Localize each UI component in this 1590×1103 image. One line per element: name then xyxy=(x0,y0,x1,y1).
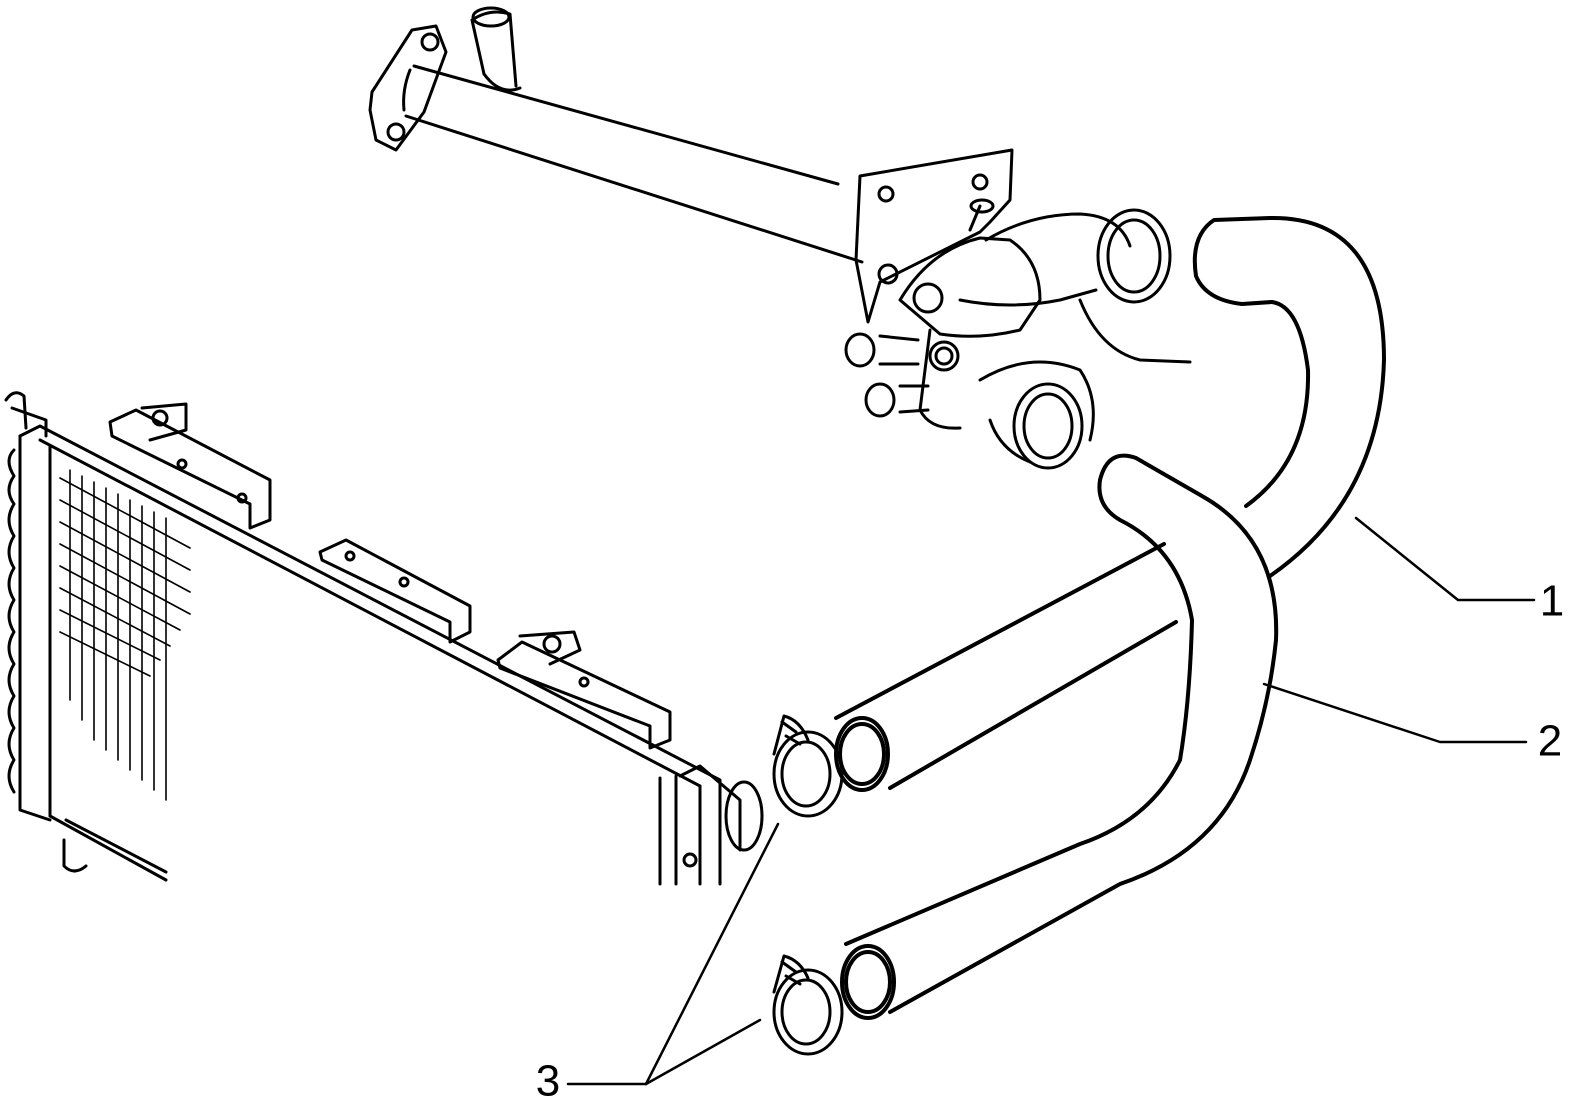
thermostat-housing xyxy=(844,148,1192,470)
leader-line-3b xyxy=(644,1018,762,1086)
leader-line-1 xyxy=(1354,516,1536,602)
leader-lines xyxy=(566,516,1536,1086)
callout-2: 2 xyxy=(1538,717,1562,766)
leader-line-2 xyxy=(1262,682,1528,744)
callout-1: 1 xyxy=(1540,577,1564,626)
leader-line-3a xyxy=(644,822,780,1086)
water-pipe xyxy=(368,6,864,264)
hose-lower xyxy=(840,453,1279,1020)
hose-clamp-upper xyxy=(772,714,844,818)
hose-clamp-lower xyxy=(772,954,844,1056)
callout-3: 3 xyxy=(536,1057,560,1103)
radiator xyxy=(4,391,764,886)
radiator-core xyxy=(59,469,191,801)
hose-upper xyxy=(834,215,1386,792)
